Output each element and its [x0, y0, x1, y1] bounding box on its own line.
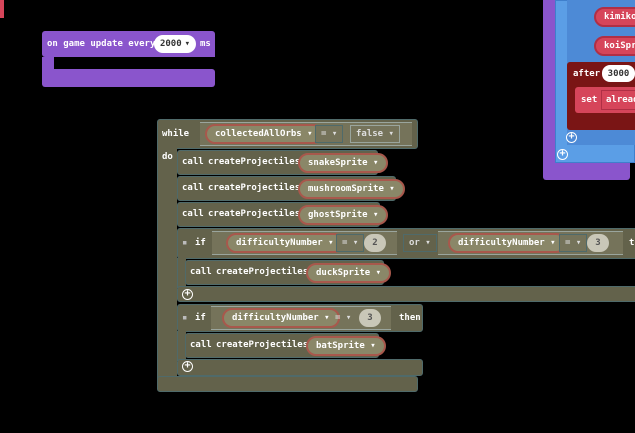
sprite-name: snakeSprite — [308, 158, 368, 168]
variable-name: difficultyNumber — [232, 313, 319, 323]
set-variable-dropdown[interactable]: alread — [601, 90, 635, 110]
sprite-name: kimikoS — [604, 12, 635, 22]
operator-dropdown[interactable]: = ▾ — [330, 309, 356, 327]
number-input[interactable]: 3 — [587, 234, 609, 252]
on-game-update-block[interactable]: on game update every 2000▾ ms — [42, 31, 215, 87]
if-keyword: if — [195, 313, 206, 323]
operator-dropdown[interactable]: = ▾ — [559, 234, 588, 252]
comment-icon[interactable]: ▪ — [182, 313, 188, 323]
chevron-down-icon: ▾ — [373, 210, 379, 220]
difficulty-dropdown[interactable]: difficultyNumber ▾ — [222, 308, 340, 328]
chevron-down-icon: ▾ — [324, 313, 330, 323]
chevron-down-icon: ▾ — [550, 238, 556, 248]
sprite-dropdown[interactable]: snakeSprite ▾ — [298, 153, 389, 173]
sprite-dropdown[interactable]: duckSprite ▾ — [306, 263, 392, 283]
while-keyword: while — [162, 129, 190, 139]
operator-dropdown[interactable]: = ▾ — [315, 125, 344, 143]
set-block[interactable] — [575, 87, 635, 113]
chevron-down-icon: ▾ — [370, 341, 376, 351]
red-block-edge[interactable] — [0, 0, 4, 18]
collected-all-orbs-dropdown[interactable]: collectedAllOrbs ▾ — [205, 124, 323, 144]
call-keyword: call — [190, 267, 212, 277]
add-else-button[interactable]: + — [182, 361, 193, 372]
operator: = — [565, 238, 571, 248]
sprite-name: mushroomSprite — [308, 184, 384, 194]
logic-dropdown[interactable]: or ▾ — [403, 234, 437, 252]
do-keyword: do — [162, 152, 173, 162]
then-keyword: then — [399, 313, 421, 323]
game-update-label: on game update every — [47, 39, 156, 49]
operator: = — [321, 129, 327, 139]
add-else-button[interactable]: + — [182, 289, 193, 300]
chevron-down-icon: ▾ — [425, 238, 431, 248]
function-name: createProjectiles — [208, 209, 301, 219]
variable-name: difficultyNumber — [458, 238, 545, 248]
interval-dropdown[interactable]: 2000▾ — [154, 35, 196, 53]
call-keyword: call — [190, 340, 212, 350]
sprite-dropdown[interactable]: batSprite ▾ — [306, 336, 386, 356]
call-keyword: call — [182, 157, 204, 167]
sprite-dropdown[interactable]: ghostSprite ▾ — [298, 205, 389, 225]
comment-icon[interactable]: ▪ — [182, 238, 188, 248]
chevron-down-icon: ▾ — [388, 129, 394, 139]
sprite-name: koiSpri — [604, 41, 635, 51]
sprite-dropdown[interactable]: mushroomSprite ▾ — [298, 179, 405, 199]
chevron-down-icon: ▾ — [375, 268, 382, 278]
chevron-down-icon: ▾ — [373, 158, 379, 168]
chevron-down-icon: ▾ — [352, 238, 359, 248]
variable-name: alread — [606, 95, 635, 105]
chevron-down-icon: ▾ — [331, 129, 338, 139]
sprite-name: duckSprite — [316, 268, 371, 278]
chevron-down-icon: ▾ — [307, 129, 313, 139]
add-button[interactable]: + — [557, 149, 568, 160]
chevron-down-icon: ▾ — [575, 238, 582, 248]
sprite-name: batSprite — [316, 341, 365, 351]
set-label: set — [581, 95, 598, 105]
logic-op: or — [409, 238, 420, 248]
number-input[interactable]: 2 — [364, 234, 386, 252]
chevron-down-icon: ▾ — [389, 184, 395, 194]
operator: = — [335, 313, 341, 323]
after-value-input[interactable]: 3000 — [602, 65, 635, 82]
add-button[interactable]: + — [566, 132, 577, 143]
function-name: createProjectiles — [208, 157, 301, 167]
variable-name: collectedAllOrbs — [215, 129, 302, 139]
false-dropdown[interactable]: false ▾ — [350, 125, 400, 143]
operator-dropdown[interactable]: = ▾ — [336, 234, 365, 252]
then-keyword: t — [629, 238, 635, 248]
number-input[interactable]: 3 — [359, 309, 381, 327]
kimiko-sprite-pill[interactable]: kimikoS — [594, 7, 635, 27]
chevron-down-icon: ▾ — [184, 39, 191, 49]
if-keyword: if — [195, 238, 206, 248]
function-name: createProjectiles — [208, 183, 301, 193]
function-name: createProjectiles — [216, 267, 309, 277]
sprite-name: ghostSprite — [308, 210, 368, 220]
bool-value: false — [356, 129, 384, 139]
function-name: createProjectiles — [216, 340, 309, 350]
variable-name: difficultyNumber — [236, 238, 323, 248]
unit-label: ms — [200, 39, 211, 49]
difficulty-dropdown[interactable]: difficultyNumber ▾ — [226, 233, 344, 253]
chevron-down-icon: ▾ — [328, 238, 334, 248]
after-value: 3000 — [607, 68, 630, 79]
operator: = — [342, 238, 348, 248]
call-keyword: call — [182, 183, 204, 193]
after-label: after — [573, 69, 601, 79]
chevron-down-icon: ▾ — [345, 313, 352, 323]
call-keyword: call — [182, 209, 204, 219]
koi-sprite-pill[interactable]: koiSpri — [594, 36, 635, 56]
difficulty-dropdown[interactable]: difficultyNumber ▾ — [448, 233, 566, 253]
interval-value: 2000 — [159, 39, 182, 49]
